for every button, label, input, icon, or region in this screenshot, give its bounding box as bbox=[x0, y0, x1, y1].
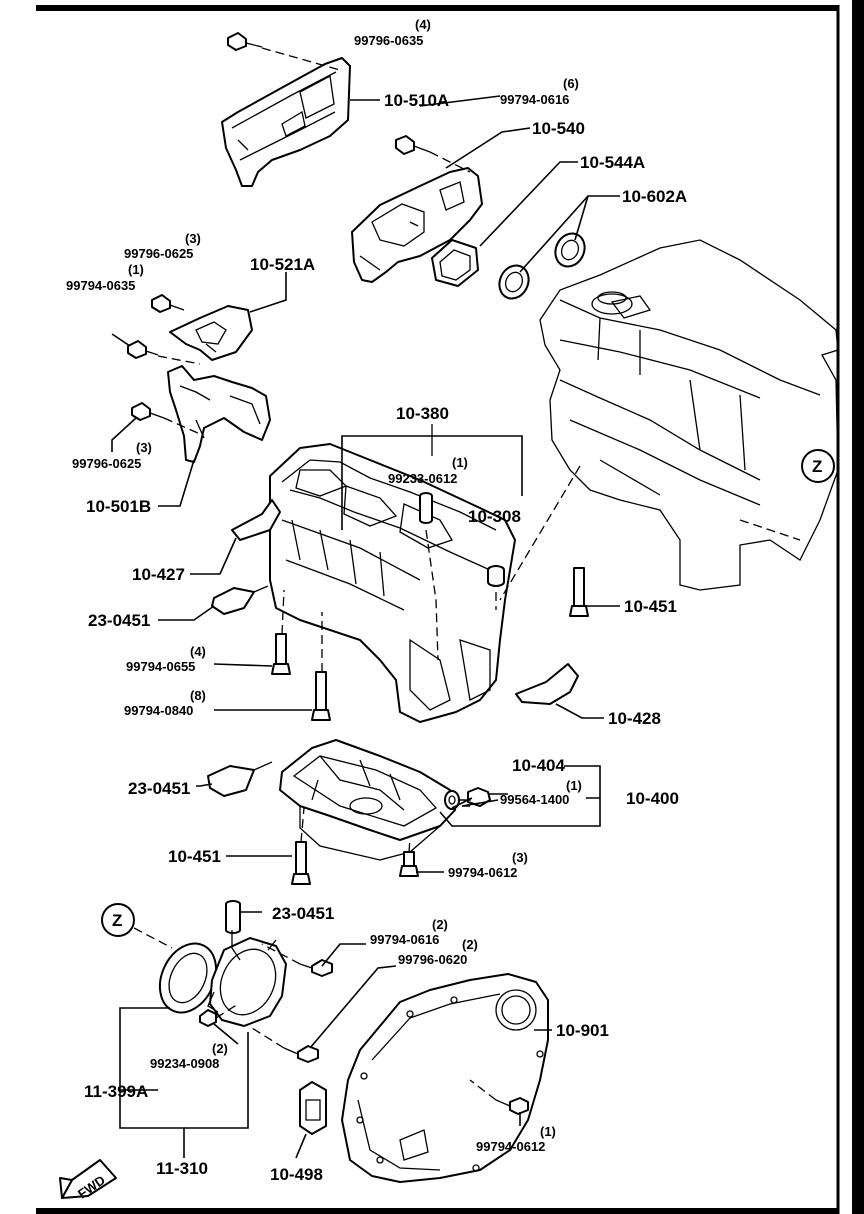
callout-10-521A: 10-521A bbox=[250, 255, 315, 274]
sensor-23-0451-a bbox=[211, 585, 269, 615]
bolt-10-451-a bbox=[569, 567, 589, 617]
timing-cover-upper bbox=[221, 57, 351, 187]
qty-99234-0908: (2) bbox=[212, 1041, 228, 1056]
bolt-99794-0612-a bbox=[399, 851, 419, 877]
seal-housing bbox=[207, 937, 287, 1027]
qty-99794-0612-a: (3) bbox=[512, 850, 528, 865]
callout-10-498: 10-498 bbox=[270, 1165, 323, 1184]
bolt-99794-0655 bbox=[271, 633, 291, 675]
bolt-99796-0625-b bbox=[131, 402, 165, 421]
qty-99794-0840: (8) bbox=[190, 688, 206, 703]
callout-10-427: 10-427 bbox=[132, 565, 185, 584]
part-10-498 bbox=[299, 1081, 327, 1135]
part-no-99796-0625-a: 99796-0625 bbox=[124, 246, 193, 261]
callout-10-451-b: 10-451 bbox=[168, 847, 221, 866]
part-no-99796-0620: 99796-0620 bbox=[398, 952, 467, 967]
fwd-arrow bbox=[59, 1159, 117, 1199]
z-ref-bottom bbox=[101, 903, 135, 937]
frame-bottom-bar bbox=[36, 1208, 838, 1214]
callout-10-544A: 10-544A bbox=[580, 153, 645, 172]
dowel-99234-0908 bbox=[199, 1009, 217, 1027]
plug-10-308 bbox=[487, 565, 505, 587]
qty-99796-0635: (4) bbox=[415, 17, 431, 32]
callout-23-0451-b: 23-0451 bbox=[128, 779, 190, 798]
part-no-99794-0840: 99794-0840 bbox=[124, 703, 193, 718]
part-no-99794-0612-b: 99794-0612 bbox=[476, 1139, 545, 1154]
callout-11-399A: 11-399A bbox=[84, 1082, 148, 1101]
callout-10-380: 10-380 bbox=[396, 404, 449, 423]
part-no-99794-0616-a: 99794-0616 bbox=[500, 92, 569, 107]
qty-99796-0625-a: (3) bbox=[185, 231, 201, 246]
bolt-99794-0612-b bbox=[495, 1097, 529, 1115]
bolt-99794-0635 bbox=[127, 340, 159, 359]
part-no-99233-0612: 99233-0612 bbox=[388, 471, 457, 486]
dowel-99233-0612 bbox=[419, 492, 433, 524]
part-no-99796-0635: 99796-0635 bbox=[354, 33, 423, 48]
bolt-99796-0620 bbox=[283, 1045, 319, 1063]
z-label-top: Z bbox=[812, 457, 822, 476]
qty-99564-1400: (1) bbox=[566, 778, 582, 793]
callout-10-400: 10-400 bbox=[626, 789, 679, 808]
oil-seal-10-602A-b bbox=[554, 232, 586, 268]
bolt-99796-0635 bbox=[227, 32, 263, 51]
part-no-99794-0616-b: 99794-0616 bbox=[370, 932, 439, 947]
qty-99794-0612-b: (1) bbox=[540, 1124, 556, 1139]
callout-10-428: 10-428 bbox=[608, 709, 661, 728]
bearing-10-428 bbox=[515, 663, 579, 705]
part-no-99794-0612-a: 99794-0612 bbox=[448, 865, 517, 880]
part-no-99234-0908: 99234-0908 bbox=[150, 1056, 219, 1071]
timing-cover-lower bbox=[351, 167, 483, 283]
bolt-99794-0840 bbox=[311, 671, 331, 721]
bolt-10-451-b bbox=[291, 841, 311, 885]
callout-10-901: 10-901 bbox=[556, 1021, 609, 1040]
part-no-99564-1400: 99564-1400 bbox=[500, 792, 569, 807]
bolt-99794-0616-b bbox=[299, 959, 333, 977]
qty-99794-0616-b: (2) bbox=[432, 917, 448, 932]
qty-99794-0635: (1) bbox=[128, 262, 144, 277]
qty-99794-0655: (4) bbox=[190, 644, 206, 659]
callout-10-510A: 10-510A bbox=[384, 91, 449, 110]
engine-outline bbox=[539, 239, 839, 591]
gasket-10-544A bbox=[431, 239, 479, 287]
callout-23-0451-a: 23-0451 bbox=[88, 611, 150, 630]
frame-top-bar bbox=[36, 5, 838, 11]
rear-plate bbox=[341, 973, 549, 1183]
oil-pan-lower bbox=[279, 739, 456, 861]
callout-23-0451-c: 23-0451 bbox=[272, 904, 334, 923]
part-no-99794-0655: 99794-0655 bbox=[126, 659, 195, 674]
callout-10-404: 10-404 bbox=[512, 756, 565, 775]
qty-99796-0620: (2) bbox=[462, 937, 478, 952]
part-no-99794-0635: 99794-0635 bbox=[66, 278, 135, 293]
timing-cover-10-521A bbox=[169, 305, 253, 361]
part-no-99796-0625-b: 99796-0625 bbox=[72, 456, 141, 471]
timing-cover-10-501B bbox=[167, 365, 271, 463]
sensor-23-0451-c bbox=[225, 900, 241, 961]
callout-10-308: 10-308 bbox=[468, 507, 521, 526]
callout-10-540: 10-540 bbox=[532, 119, 585, 138]
bearing-10-427 bbox=[231, 499, 281, 541]
z-ref-top bbox=[801, 449, 835, 483]
oil-pan-upper bbox=[269, 443, 516, 723]
bolt-99796-0625-a bbox=[151, 294, 185, 313]
callout-10-451-a: 10-451 bbox=[624, 597, 677, 616]
frame-right-bar bbox=[852, 0, 864, 1214]
qty-99796-0625-b: (3) bbox=[136, 440, 152, 455]
callout-10-602A: 10-602A bbox=[622, 187, 687, 206]
oil-seal-10-602A-a bbox=[498, 264, 530, 300]
callout-10-501B: 10-501B bbox=[86, 497, 151, 516]
callout-11-310: 11-310 bbox=[156, 1159, 208, 1178]
qty-99794-0616-a: (6) bbox=[563, 76, 579, 91]
sensor-23-0451-b bbox=[207, 761, 273, 797]
bolt-99794-0616-a bbox=[395, 135, 431, 155]
qty-99233-0612: (1) bbox=[452, 455, 468, 470]
z-label-bottom: Z bbox=[112, 911, 122, 930]
